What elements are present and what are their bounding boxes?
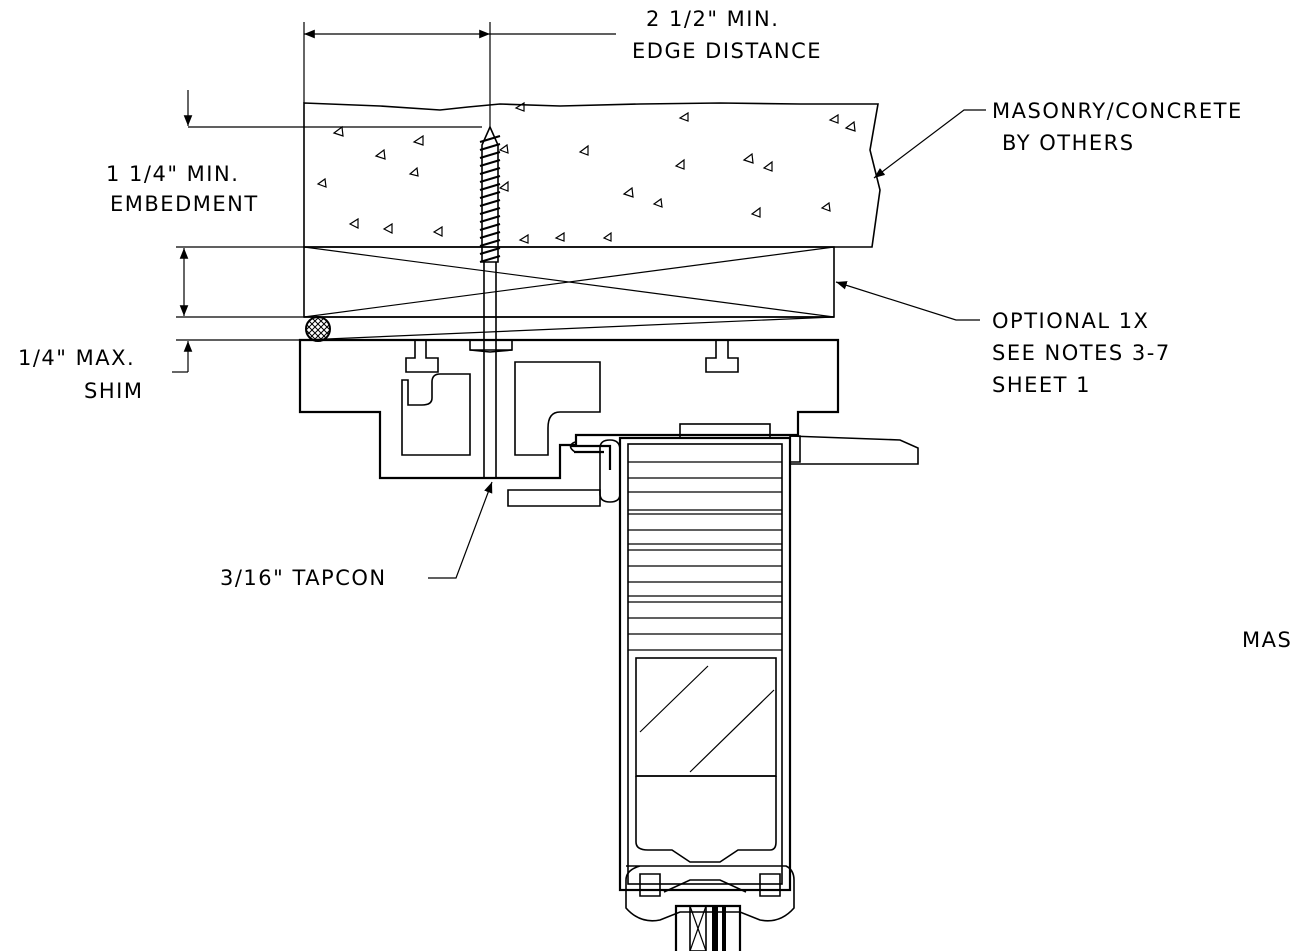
optional-label-line2: SEE NOTES 3-7 (992, 341, 1171, 365)
optional-1x-buck (303, 246, 835, 342)
edge-distance-label-line1: 2 1/2" MIN. (646, 7, 779, 31)
optional-label-line1: OPTIONAL 1X (992, 309, 1149, 333)
shim-dimension (172, 248, 304, 373)
leader-lines (428, 109, 986, 579)
optional-label-line3: SHEET 1 (992, 373, 1091, 397)
masonry-label-line2: BY OTHERS (1002, 131, 1135, 155)
shim-label-line1: 1/4" MAX. (18, 346, 135, 370)
cut-off-label: MAS (1242, 628, 1290, 652)
embedment-label-line1: 1 1/4" MIN. (106, 162, 239, 186)
tapcon-label: 3/16" TAPCON (220, 566, 387, 590)
tapcon-screw (469, 125, 513, 353)
embedment-dimension (176, 90, 482, 248)
edge-distance-label-line2: EDGE DISTANCE (632, 39, 822, 63)
backer-rod (305, 316, 331, 342)
edge-distance-dimension (303, 22, 616, 127)
sash-glazing-assembly (507, 423, 919, 951)
shim-label-line2: SHIM (84, 379, 143, 403)
masonry-label-line1: MASONRY/CONCRETE (992, 99, 1243, 123)
embedment-label-line2: EMBEDMENT (110, 192, 259, 216)
concrete-slab (303, 101, 881, 248)
frame-extrusion (298, 338, 840, 480)
